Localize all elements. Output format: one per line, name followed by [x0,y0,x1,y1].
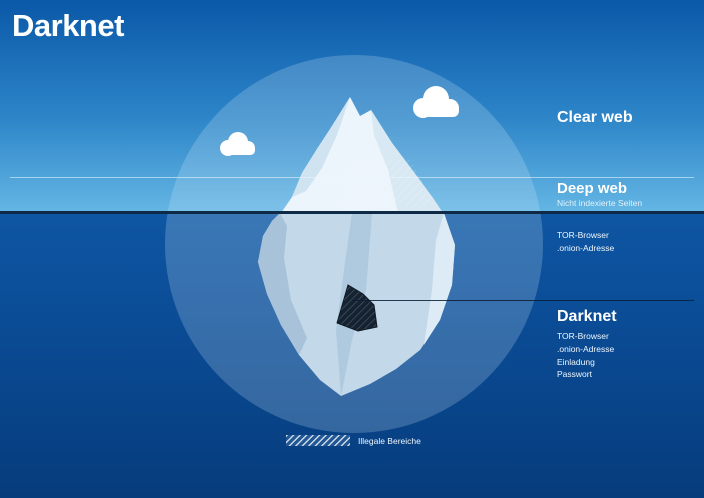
deep-web-heading: Deep web [557,180,628,197]
deep-web-detail-item: TOR-Browser [557,230,609,240]
legend: Illegale Bereiche [286,435,421,446]
legend-label: Illegale Bereiche [358,435,421,446]
clearweb-deepweb-divider-line [10,177,694,178]
page-title: Darknet [12,8,124,43]
waterline [0,211,704,214]
darknet-details: TOR-Browser .onion-Adresse Einladung Pas… [557,330,614,381]
clear-web-heading: Clear web [557,109,633,126]
deep-web-details: TOR-Browser .onion-Adresse [557,229,614,255]
darknet-divider-line [352,300,694,301]
darknet-heading: Darknet [557,308,617,325]
darknet-detail-item: .onion-Adresse [557,343,615,354]
illegal-area-shape [336,284,378,332]
deep-web-detail-item: .onion-Adresse [557,242,615,253]
hatched-area-swatch [286,435,350,446]
darknet-detail-item: TOR-Browser [557,331,609,341]
cloud-icon [220,132,255,156]
iceberg-above-water [281,97,443,213]
darknet-detail-item: Passwort [557,369,592,380]
deep-web-subheading: Nicht indexierte Seiten [557,198,643,208]
darknet-detail-item: Einladung [557,356,595,367]
cloud-icon [413,86,459,118]
